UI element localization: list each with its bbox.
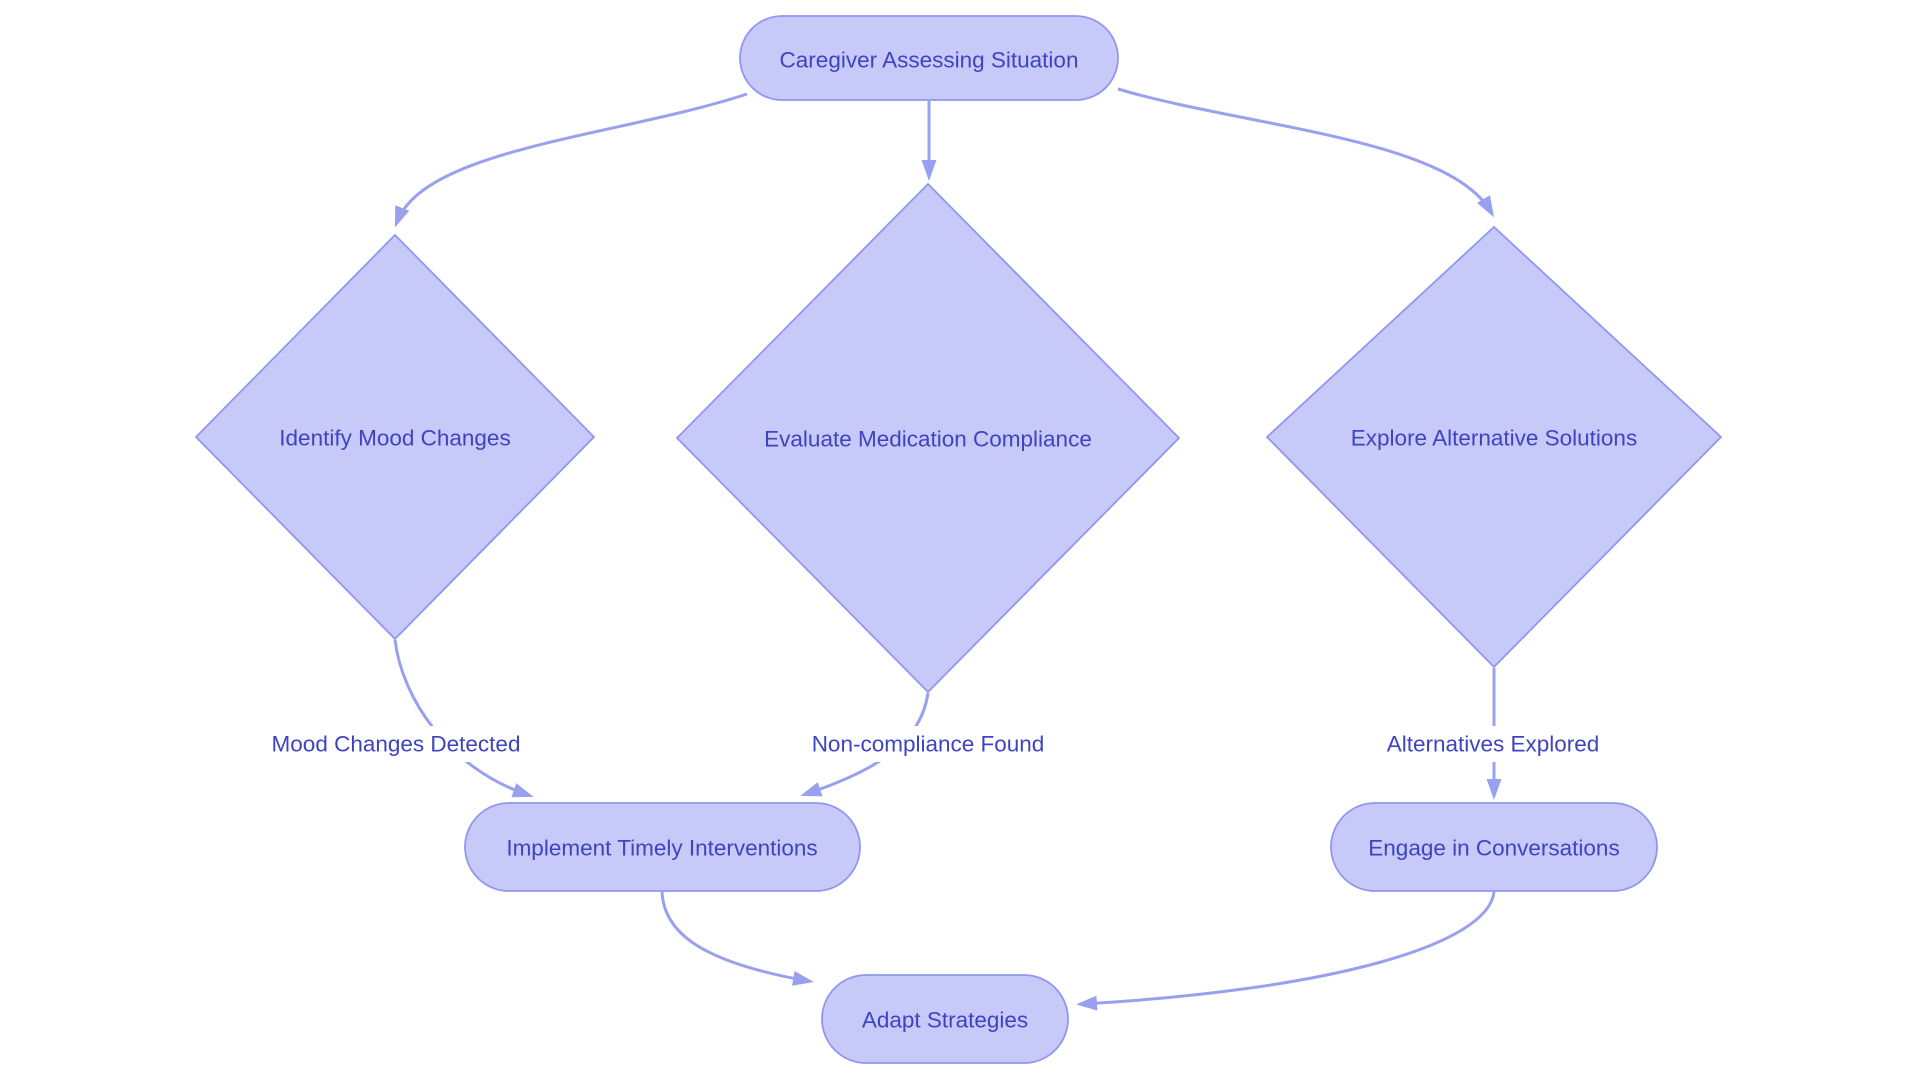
rounded-node-shape <box>1330 802 1658 892</box>
edge-label-text: Alternatives Explored <box>1387 732 1600 757</box>
edge-label-text: Mood Changes Detected <box>272 732 521 757</box>
node-label: Caregiver Assessing Situation <box>780 48 1079 73</box>
edge-label-non-compliance-found: Non-compliance Found <box>795 726 1061 762</box>
node-label: Engage in Conversations <box>1368 836 1619 861</box>
rounded-node-shape <box>739 15 1119 101</box>
edge-label-text: Non-compliance Found <box>812 732 1045 757</box>
edge-identify-to-implement <box>393 639 534 798</box>
edge-caregiver-to-identify <box>394 92 748 228</box>
node-label: Implement Timely Interventions <box>506 836 817 861</box>
edge-label-mood-changes-detected: Mood Changes Detected <box>254 726 538 762</box>
edge-labels-layer: Mood Changes Detected Non-compliance Fou… <box>254 726 1614 762</box>
edge-label-alternatives-explored: Alternatives Explored <box>1372 726 1614 762</box>
diamond-node-shape <box>675 182 1181 694</box>
edge-label-background <box>254 726 538 762</box>
node-caregiver-assessing-situation: Caregiver Assessing Situation <box>739 15 1119 101</box>
node-engage-in-conversations: Engage in Conversations <box>1330 802 1658 892</box>
node-label: Identify Mood Changes <box>279 426 510 451</box>
node-explore-alternative-solutions: Explore Alternative Solutions <box>1265 225 1723 669</box>
diamond-node-shape <box>194 233 596 641</box>
rounded-node-shape <box>464 802 861 892</box>
node-identify-mood-changes: Identify Mood Changes <box>194 233 596 641</box>
edge-label-background <box>795 726 1061 762</box>
edge-label-background <box>1372 726 1614 762</box>
node-evaluate-medication-compliance: Evaluate Medication Compliance <box>675 182 1181 694</box>
node-label: Explore Alternative Solutions <box>1351 426 1637 451</box>
nodes-layer: Caregiver Assessing Situation Identify M… <box>194 15 1723 1064</box>
node-adapt-strategies: Adapt Strategies <box>821 974 1069 1064</box>
diamond-node-shape <box>1265 225 1723 669</box>
rounded-node-shape <box>821 974 1069 1064</box>
node-label: Adapt Strategies <box>862 1008 1028 1033</box>
node-label: Evaluate Medication Compliance <box>764 427 1092 452</box>
edge-caregiver-to-explore <box>1117 87 1495 218</box>
edge-implement-to-adapt <box>660 891 814 986</box>
node-implement-timely-interventions: Implement Timely Interventions <box>464 802 861 892</box>
edge-engage-to-adapt <box>1076 891 1496 1011</box>
